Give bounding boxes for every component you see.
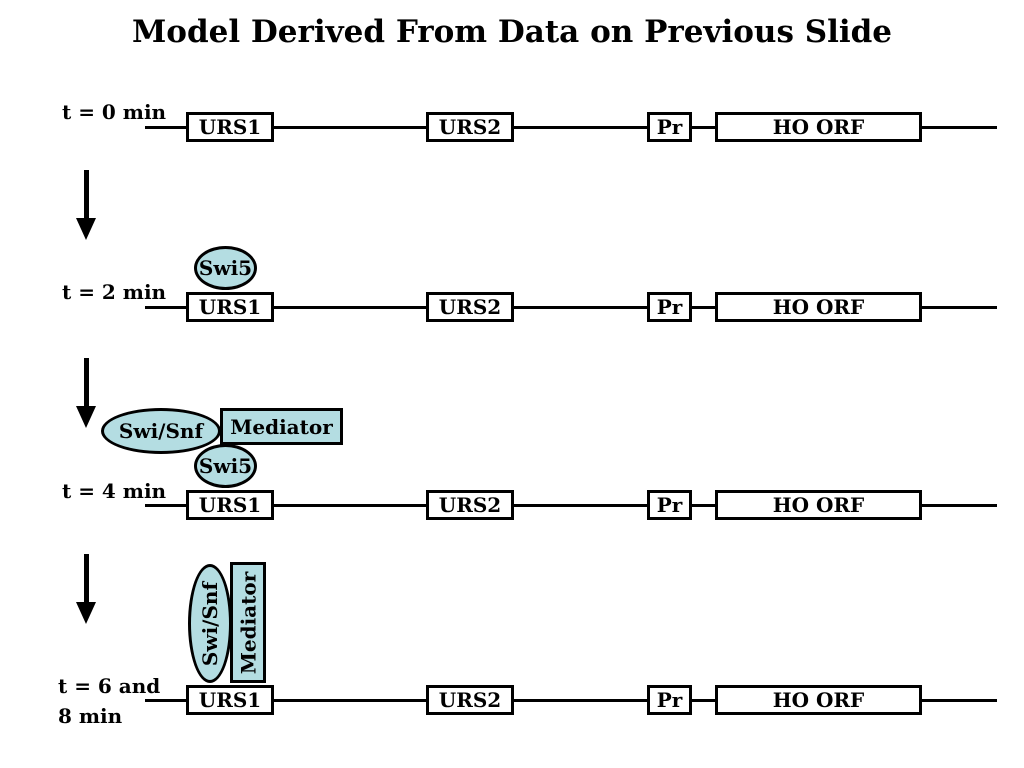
dna-line-3 (145, 699, 997, 702)
swi-snf-oval-2: Swi/Snf (101, 408, 221, 454)
time-label-3-line2: 8 min (58, 704, 123, 728)
pr-box-1: Pr (647, 292, 692, 322)
urs2-box-0: URS2 (426, 112, 514, 142)
dna-line-0 (145, 126, 997, 129)
pr-box-2: Pr (647, 490, 692, 520)
pr-box-0: Pr (647, 112, 692, 142)
swi-snf-oval-3: Swi/Snf (188, 564, 232, 683)
swi-snf-vertical-label: Swi/Snf (198, 581, 222, 666)
urs1-box-2: URS1 (186, 490, 274, 520)
urs1-box-0: URS1 (186, 112, 274, 142)
down-arrow-1 (76, 170, 96, 240)
urs2-box-3: URS2 (426, 685, 514, 715)
time-label-0: t = 0 min (62, 100, 167, 124)
down-arrow-3 (76, 554, 96, 624)
ho-orf-box-0: HO ORF (715, 112, 922, 142)
mediator-rect-3: Mediator (230, 562, 266, 683)
time-label-3-line1: t = 6 and (58, 674, 161, 698)
ho-orf-box-2: HO ORF (715, 490, 922, 520)
mediator-vertical-label: Mediator (236, 571, 260, 674)
page-title: Model Derived From Data on Previous Slid… (131, 14, 893, 50)
urs1-box-3: URS1 (186, 685, 274, 715)
urs2-box-1: URS2 (426, 292, 514, 322)
urs1-box-1: URS1 (186, 292, 274, 322)
pr-box-3: Pr (647, 685, 692, 715)
urs2-box-2: URS2 (426, 490, 514, 520)
time-label-1: t = 2 min (62, 280, 167, 304)
mediator-rect-2: Mediator (220, 408, 343, 445)
swi5-oval-1: Swi5 (194, 246, 257, 290)
swi5-oval-2: Swi5 (194, 444, 257, 488)
ho-orf-box-3: HO ORF (715, 685, 922, 715)
ho-orf-box-1: HO ORF (715, 292, 922, 322)
dna-line-1 (145, 306, 997, 309)
down-arrow-2 (76, 358, 96, 428)
time-label-2: t = 4 min (62, 479, 167, 503)
dna-line-2 (145, 504, 997, 507)
